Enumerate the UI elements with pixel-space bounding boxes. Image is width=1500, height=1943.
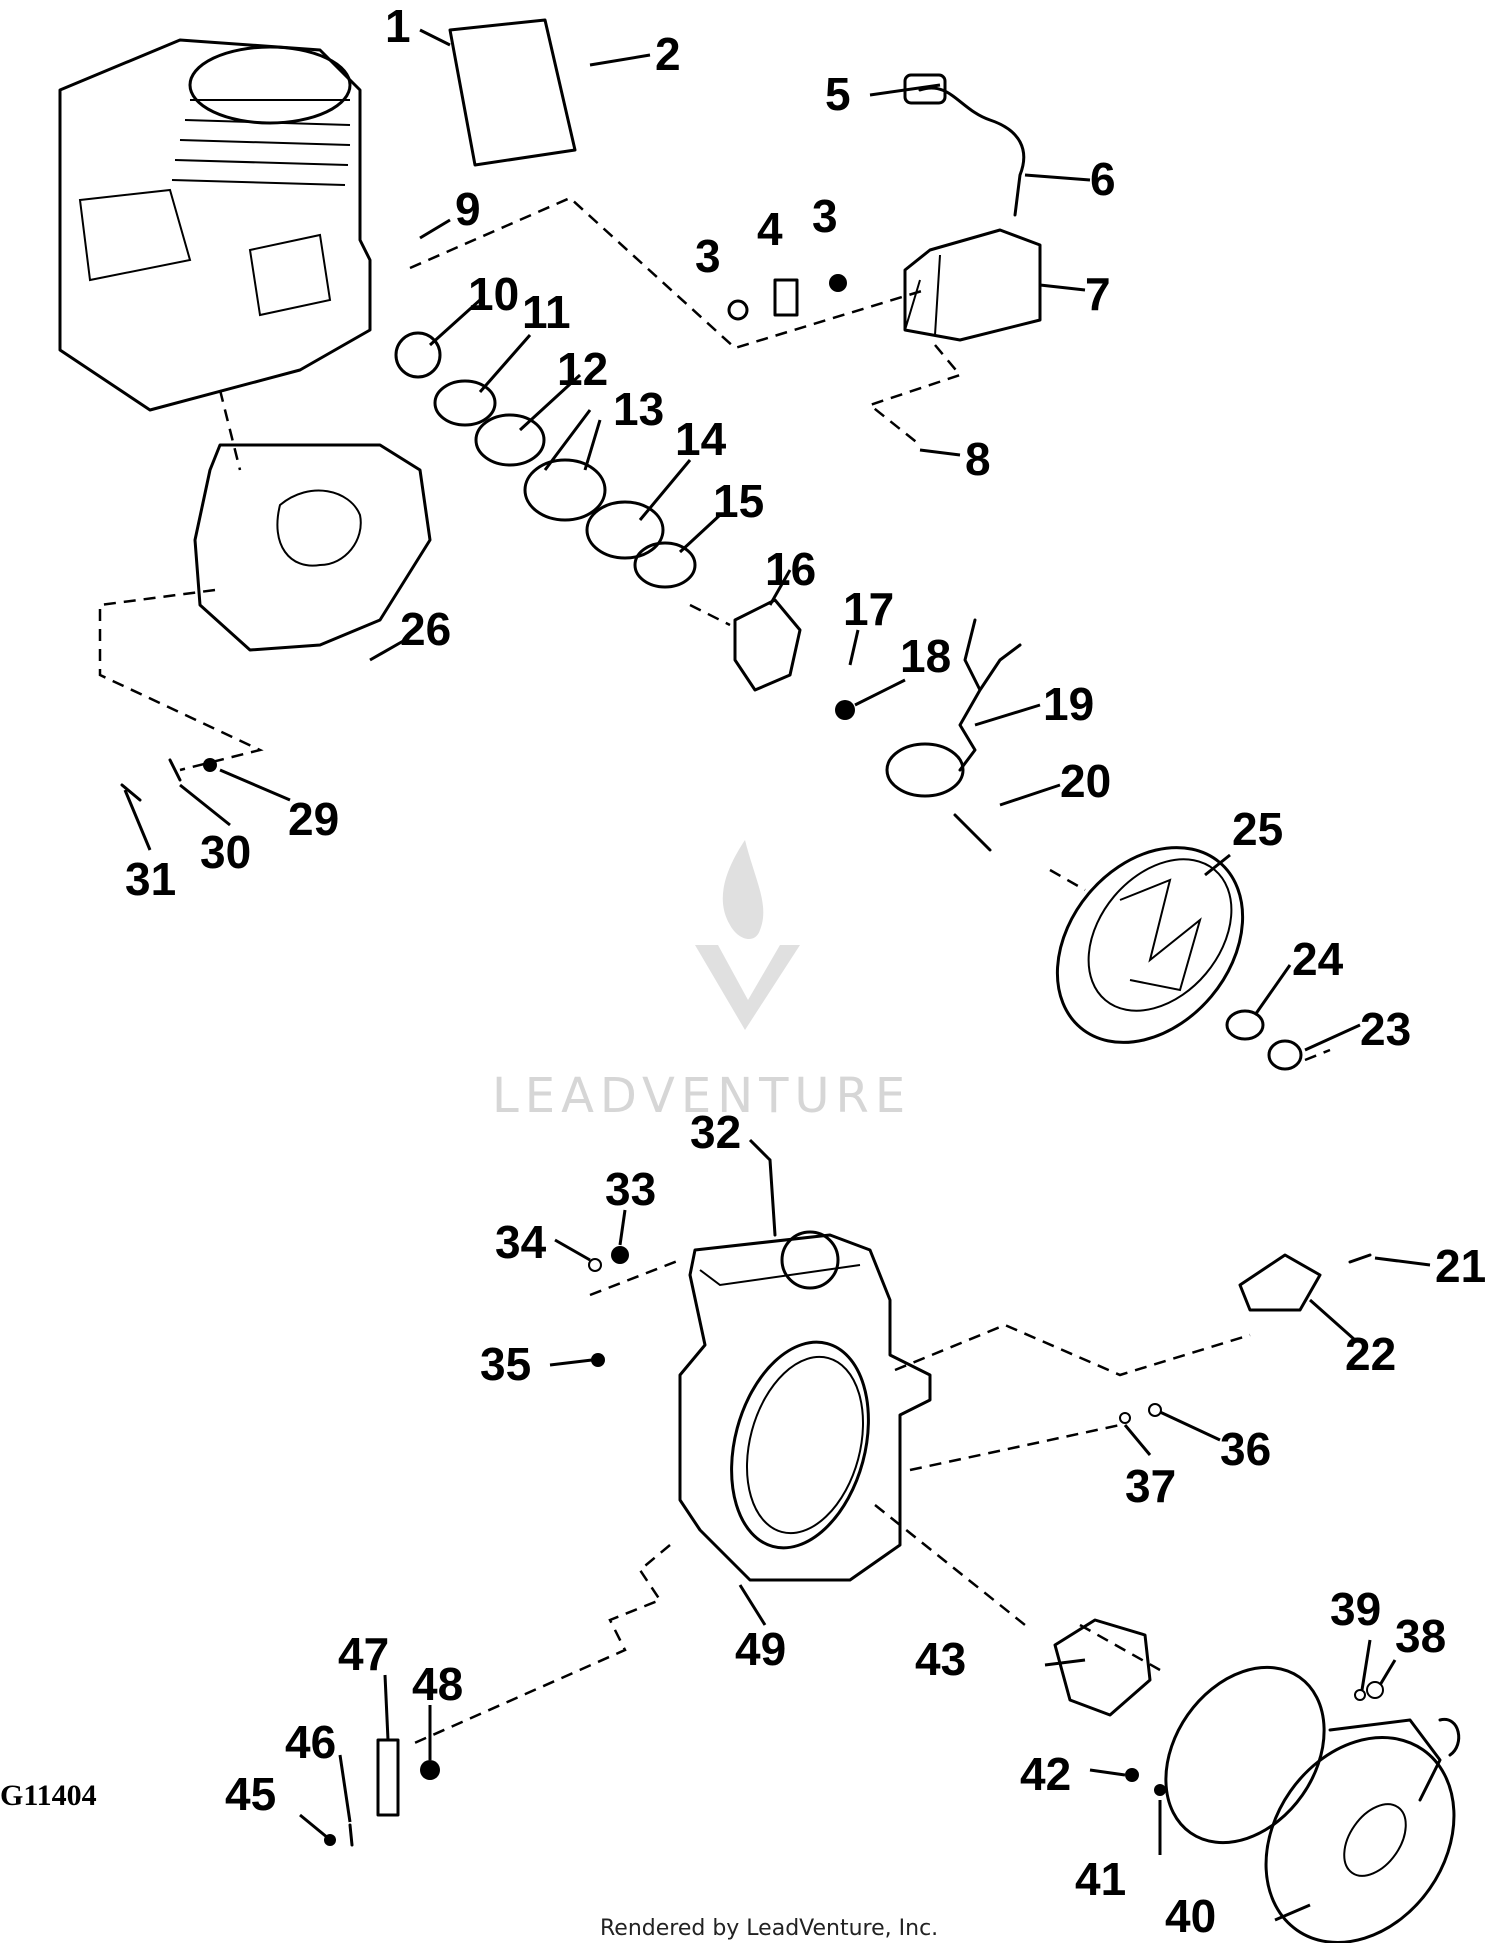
callout-41: 41	[1075, 1853, 1126, 1905]
callout-3b: 3	[812, 190, 838, 242]
callout-labels: 1 2 3 3 4 5 6 7 8 9 10 11 12 13 14 15 16…	[125, 0, 1486, 1942]
callout-39: 39	[1330, 1583, 1381, 1635]
part-42-nut	[1125, 1768, 1139, 1782]
part-40-recoil-starter	[1164, 1665, 1461, 1943]
callout-10: 10	[468, 268, 519, 320]
callout-16: 16	[765, 543, 816, 595]
callout-6: 6	[1090, 153, 1116, 205]
figure-id: G11404	[0, 1779, 97, 1812]
part-37-washer	[1119, 1412, 1131, 1424]
part-29-nut	[203, 758, 217, 772]
footer-credit: Rendered by LeadVenture, Inc.	[600, 1916, 938, 1941]
part-49-blower-housing	[678, 1230, 932, 1582]
part-6-lead	[918, 86, 1026, 217]
callout-43: 43	[915, 1633, 966, 1685]
callout-48: 48	[412, 1658, 463, 1710]
part-3-nut	[829, 274, 847, 292]
callout-22: 22	[1345, 1328, 1396, 1380]
part-23-nut	[1267, 1039, 1303, 1071]
part-46-washer	[348, 1823, 354, 1847]
part-33-nut	[611, 1246, 629, 1264]
callout-46: 46	[285, 1716, 336, 1768]
part-19-ring	[885, 742, 965, 798]
callout-20: 20	[1060, 755, 1111, 807]
part-38-screw	[1366, 1681, 1384, 1699]
part-43-pulley	[1053, 1618, 1152, 1717]
part-4-plate	[773, 278, 799, 317]
callout-15: 15	[713, 475, 764, 527]
callout-18: 18	[900, 630, 951, 682]
part-11-seal	[433, 379, 497, 427]
callout-7: 7	[1085, 268, 1111, 320]
callout-13: 13	[613, 383, 664, 435]
part-32-screw	[768, 1158, 777, 1237]
part-36-screw	[1148, 1403, 1162, 1417]
callout-36: 36	[1220, 1423, 1271, 1475]
part-20-bolt	[953, 813, 992, 852]
callout-38: 38	[1395, 1610, 1446, 1662]
callout-12: 12	[557, 343, 608, 395]
callout-40: 40	[1165, 1890, 1216, 1942]
callout-45: 45	[225, 1768, 276, 1820]
callout-26: 26	[400, 603, 451, 655]
callout-29: 29	[288, 793, 339, 845]
part-15-ring	[633, 541, 697, 589]
callout-49: 49	[735, 1623, 786, 1675]
leadventure-logo-icon	[695, 840, 800, 1030]
callout-47: 47	[338, 1628, 389, 1680]
callout-31: 31	[125, 853, 176, 905]
part-3-washer	[727, 299, 749, 321]
callout-32: 32	[690, 1106, 741, 1158]
leader-lines	[123, 28, 1431, 1922]
callout-9: 9	[455, 183, 481, 235]
part-13-gasket	[523, 458, 607, 522]
callout-24: 24	[1292, 933, 1344, 985]
part-47-plate	[376, 1738, 400, 1817]
callout-4: 4	[757, 203, 783, 255]
callout-35: 35	[480, 1338, 531, 1390]
callout-25: 25	[1232, 803, 1283, 855]
part-31-screw	[120, 783, 142, 802]
part-16-hub	[733, 598, 802, 692]
part-24-washer	[1225, 1009, 1265, 1041]
callout-42: 42	[1020, 1748, 1071, 1800]
callout-34: 34	[495, 1216, 547, 1268]
callout-23: 23	[1360, 1003, 1411, 1055]
callout-8: 8	[965, 433, 991, 485]
callout-33: 33	[605, 1163, 656, 1215]
callout-1: 1	[385, 0, 411, 52]
callout-3a: 3	[695, 230, 721, 282]
part-10-gear	[394, 331, 442, 379]
callout-21: 21	[1435, 1240, 1486, 1292]
callout-37: 37	[1125, 1460, 1176, 1512]
part-2-plate	[448, 18, 577, 167]
part-30-washer	[168, 758, 182, 782]
part-14-gasket	[585, 500, 665, 560]
callout-2: 2	[655, 28, 681, 80]
callout-19: 19	[1043, 678, 1094, 730]
part-7-ignition-module	[903, 228, 1042, 342]
callout-5: 5	[825, 68, 851, 120]
callout-30: 30	[200, 826, 251, 878]
part-26-baffle	[193, 443, 432, 652]
part-48-nut	[420, 1760, 440, 1780]
callout-11: 11	[522, 286, 571, 338]
part-18-nut	[835, 700, 855, 720]
part-35-screw	[591, 1353, 605, 1367]
part-34-washer	[588, 1258, 602, 1272]
part-41-screw	[1154, 1784, 1166, 1796]
callout-17: 17	[843, 583, 894, 635]
callout-14: 14	[675, 413, 727, 465]
part-22-bracket	[1238, 1253, 1322, 1312]
watermark-text: LEADVENTURE	[492, 1068, 911, 1124]
part-39-washer	[1354, 1689, 1366, 1701]
engine-block	[58, 38, 372, 412]
part-21-screw	[1348, 1253, 1372, 1264]
part-12-ring	[474, 413, 546, 467]
